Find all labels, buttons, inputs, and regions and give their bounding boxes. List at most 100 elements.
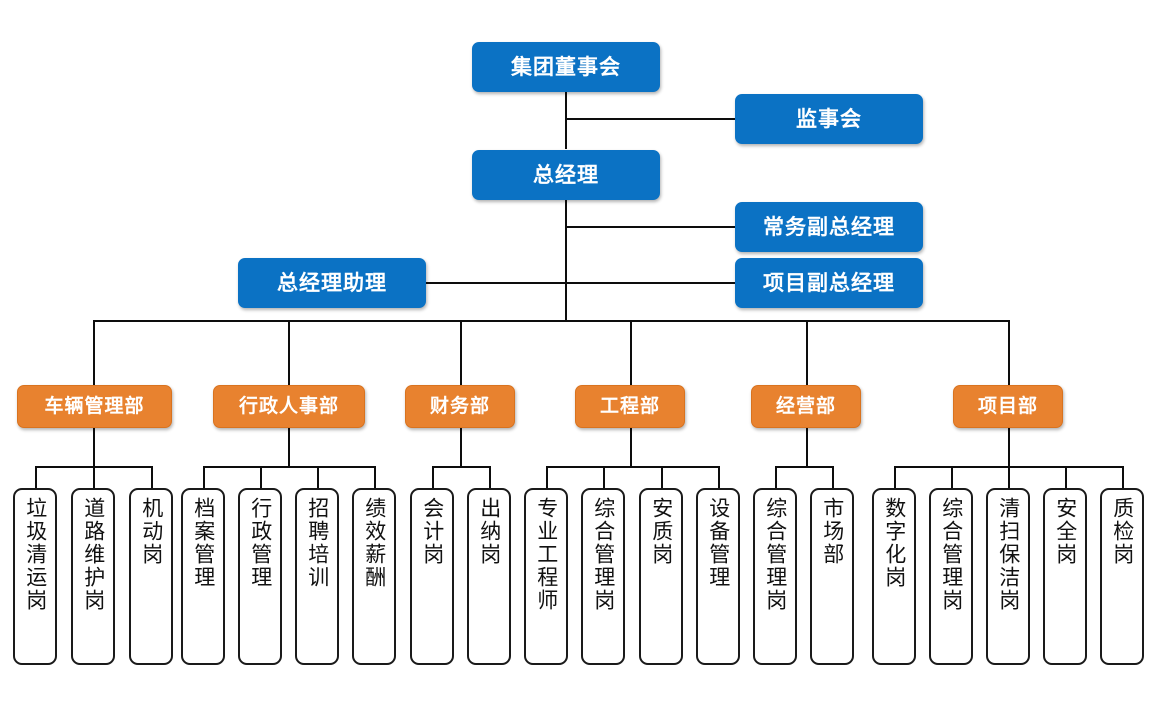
node-department-project[interactable]: 项目部	[953, 385, 1063, 428]
position-box[interactable]: 数字化岗	[872, 488, 916, 665]
node-supervisory-board[interactable]: 监事会	[735, 94, 923, 144]
connector-board-to-gm	[565, 91, 567, 149]
position-box[interactable]: 道路维护岗	[71, 488, 115, 665]
dept-substem-2	[460, 428, 462, 467]
position-box[interactable]: 招聘培训	[295, 488, 339, 665]
leaf-stem-10	[603, 466, 605, 488]
sub-bus-4	[775, 466, 832, 468]
position-box[interactable]: 垃圾清运岗	[13, 488, 57, 665]
leaf-stem-3	[203, 466, 205, 488]
leaf-stem-11	[661, 466, 663, 488]
node-general-manager[interactable]: 总经理	[472, 150, 660, 200]
dept-substem-1	[288, 428, 290, 467]
position-label: 行政管理	[248, 497, 273, 589]
position-box[interactable]: 出纳岗	[467, 488, 511, 665]
position-label: 质检岗	[1110, 497, 1135, 566]
dept-substem-4	[806, 428, 808, 467]
position-label: 数字化岗	[882, 497, 907, 589]
position-label: 出纳岗	[477, 497, 502, 566]
leaf-stem-16	[951, 466, 953, 488]
department-label: 行政人事部	[238, 394, 339, 417]
leaf-stem-0	[35, 466, 37, 488]
leaf-stem-5	[317, 466, 319, 488]
sub-bus-1	[203, 466, 375, 468]
position-box[interactable]: 综合管理岗	[929, 488, 973, 665]
leaf-stem-14	[832, 466, 834, 488]
leaf-stem-2	[151, 466, 153, 488]
dept-substem-3	[630, 428, 632, 467]
department-label: 车辆管理部	[44, 394, 145, 417]
department-label: 财务部	[429, 394, 490, 417]
sub-bus-3	[546, 466, 718, 468]
leaf-stem-6	[374, 466, 376, 488]
position-box[interactable]: 专业工程师	[524, 488, 568, 665]
position-box[interactable]: 绩效薪酬	[352, 488, 396, 665]
position-label: 清扫保洁岗	[996, 497, 1021, 612]
position-label: 安全岗	[1053, 497, 1078, 566]
node-gm-assistant[interactable]: 总经理助理	[238, 258, 426, 308]
connector-gm-to-assistant	[424, 282, 566, 284]
sub-bus-2	[432, 466, 489, 468]
leaf-stem-12	[718, 466, 720, 488]
position-box[interactable]: 行政管理	[238, 488, 282, 665]
connector-gm-to-executive-deputy	[565, 226, 736, 228]
position-label: 专业工程师	[534, 497, 559, 612]
node-department-vehicle-management[interactable]: 车辆管理部	[17, 385, 172, 428]
position-label: 垃圾清运岗	[23, 497, 48, 612]
position-box[interactable]: 设备管理	[696, 488, 740, 665]
node-project-deputy-gm[interactable]: 项目副总经理	[735, 258, 923, 308]
position-label: 会计岗	[420, 497, 445, 566]
leaf-stem-7	[432, 466, 434, 488]
position-box[interactable]: 安质岗	[639, 488, 683, 665]
position-box[interactable]: 市场部	[810, 488, 854, 665]
position-box[interactable]: 安全岗	[1043, 488, 1087, 665]
node-executive-deputy-gm[interactable]: 常务副总经理	[735, 202, 923, 252]
node-gm-assistant-label: 总经理助理	[277, 270, 387, 295]
node-general-manager-label: 总经理	[533, 162, 599, 187]
position-label: 设备管理	[706, 497, 731, 589]
dept-substem-0	[93, 428, 95, 467]
position-label: 绩效薪酬	[362, 497, 387, 589]
node-department-admin-hr[interactable]: 行政人事部	[213, 385, 365, 428]
connector-gm-to-project-deputy	[565, 282, 736, 284]
position-box[interactable]: 清扫保洁岗	[986, 488, 1030, 665]
leaf-stem-17	[1008, 466, 1010, 488]
node-executive-deputy-gm-label: 常务副总经理	[763, 214, 895, 239]
node-department-operations[interactable]: 经营部	[751, 385, 861, 428]
department-bus	[93, 320, 1009, 322]
dept-substem-5	[1008, 428, 1010, 467]
leaf-stem-1	[93, 466, 95, 488]
node-supervisory-board-label: 监事会	[796, 106, 862, 131]
position-box[interactable]: 综合管理岗	[753, 488, 797, 665]
dept-stem-3	[630, 320, 632, 386]
node-department-finance[interactable]: 财务部	[405, 385, 515, 428]
position-label: 招聘培训	[305, 497, 330, 589]
leaf-stem-18	[1065, 466, 1067, 488]
position-box[interactable]: 机动岗	[129, 488, 173, 665]
node-board[interactable]: 集团董事会	[472, 42, 660, 92]
department-label: 工程部	[599, 394, 660, 417]
position-label: 综合管理岗	[591, 497, 616, 612]
dept-stem-5	[1008, 320, 1010, 386]
connector-gm-spine-to-supervisory	[565, 118, 736, 120]
node-project-deputy-gm-label: 项目副总经理	[763, 270, 895, 295]
dept-stem-1	[288, 320, 290, 386]
department-label: 经营部	[775, 394, 836, 417]
department-label: 项目部	[977, 394, 1038, 417]
position-label: 道路维护岗	[81, 497, 106, 612]
leaf-stem-19	[1122, 466, 1124, 488]
position-box[interactable]: 会计岗	[410, 488, 454, 665]
node-department-engineering[interactable]: 工程部	[575, 385, 685, 428]
position-label: 档案管理	[191, 497, 216, 589]
position-label: 安质岗	[649, 497, 674, 566]
dept-stem-4	[806, 320, 808, 386]
position-box[interactable]: 综合管理岗	[581, 488, 625, 665]
leaf-stem-8	[489, 466, 491, 488]
position-box[interactable]: 质检岗	[1100, 488, 1144, 665]
dept-stem-0	[93, 320, 95, 386]
position-label: 机动岗	[139, 497, 164, 566]
node-board-label: 集团董事会	[511, 54, 621, 79]
leaf-stem-15	[894, 466, 896, 488]
position-box[interactable]: 档案管理	[181, 488, 225, 665]
